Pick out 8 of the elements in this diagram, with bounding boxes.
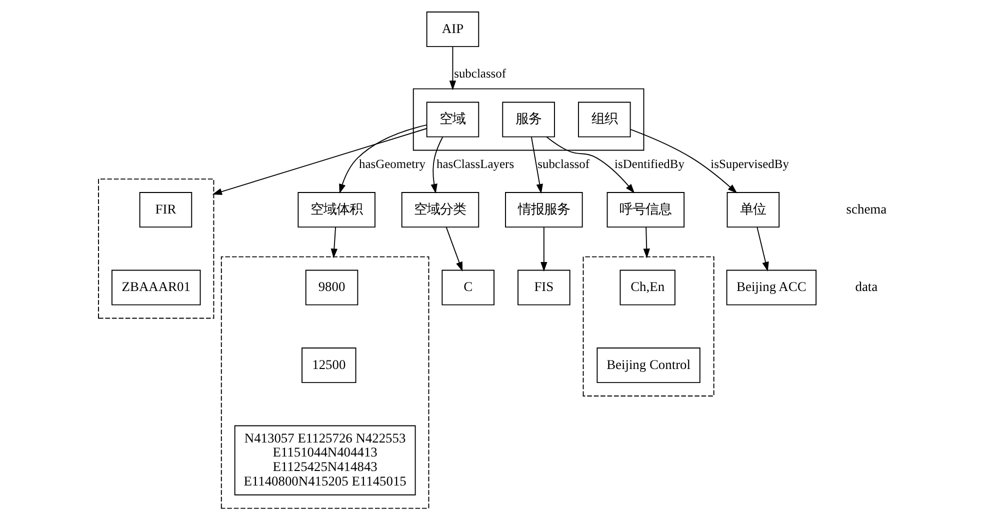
label: data	[855, 279, 878, 294]
edge-label: isDentifiedBy	[614, 156, 684, 171]
edge-label: subclassof	[454, 66, 506, 81]
edge-label: hasClassLayers	[436, 156, 514, 171]
edge-label: subclassof	[538, 156, 590, 171]
edge-label: hasGeometry	[359, 156, 426, 171]
edge-label: isSupervisedBy	[710, 156, 789, 171]
label: schema	[846, 201, 887, 216]
